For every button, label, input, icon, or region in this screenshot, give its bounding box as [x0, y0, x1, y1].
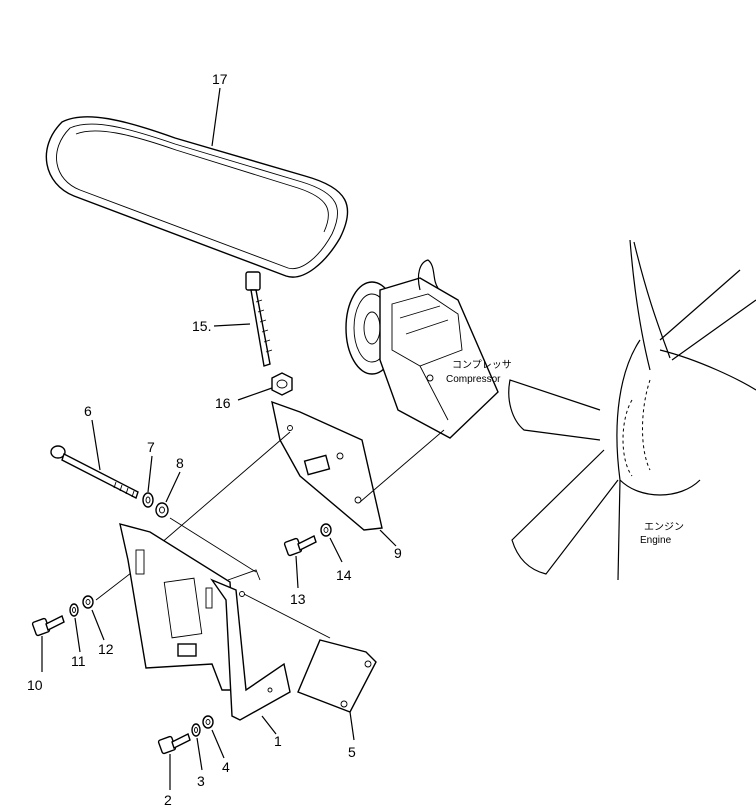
callout-1: 1: [274, 733, 282, 749]
cover-plate: [297, 639, 377, 713]
bracket-plate: [271, 400, 383, 531]
alignment-line: [243, 593, 331, 639]
callout-4: 4: [222, 759, 230, 775]
leader-7: [147, 455, 153, 493]
callout-6: 6: [84, 403, 92, 419]
callout-8: 8: [176, 455, 184, 471]
compressor: [345, 259, 499, 439]
v-belt: [45, 116, 349, 278]
long-bolt: [245, 271, 273, 367]
callout-9: 9: [394, 545, 402, 561]
callout-10: 10: [27, 677, 43, 693]
leader-3: [196, 737, 203, 771]
alignment-line: [359, 429, 445, 503]
leader-15: [213, 323, 251, 327]
leader-4: [211, 729, 225, 759]
compressor-label-jp: コンプレッサ: [452, 359, 512, 371]
leader-16: [237, 387, 273, 401]
spring-washer: [82, 595, 94, 609]
leader-9: [379, 529, 397, 547]
callout-17: 17: [212, 71, 228, 87]
leader-5: [349, 711, 355, 741]
washer: [69, 603, 79, 617]
bolt: [157, 733, 191, 755]
spring-washer: [155, 502, 169, 518]
leader-11: [74, 617, 81, 653]
leader-12: [91, 609, 105, 641]
callout-13: 13: [290, 591, 306, 607]
callout-15: 15.: [192, 318, 211, 334]
leader-1: [261, 715, 277, 735]
washer: [320, 523, 332, 537]
main-bracket: [119, 523, 291, 721]
callout-2: 2: [164, 792, 172, 807]
washer: [142, 492, 154, 508]
alignment-line: [169, 517, 257, 573]
leader-6: [91, 419, 101, 471]
compressor-label-en: Compressor: [446, 374, 501, 385]
washer: [191, 723, 201, 737]
callout-14: 14: [336, 567, 352, 583]
engine-fan: [508, 239, 756, 581]
leader-13: [295, 555, 299, 589]
engine-label-en: Engine: [640, 535, 672, 546]
callout-16: 16: [215, 395, 231, 411]
engine-label-jp: エンジン: [644, 522, 684, 533]
bolt: [283, 535, 317, 557]
callout-5: 5: [348, 744, 356, 760]
alignment-line: [159, 431, 291, 545]
callout-7: 7: [147, 439, 155, 455]
leader-8: [165, 471, 181, 503]
nut: [271, 372, 293, 396]
callout-11: 11: [71, 653, 86, 669]
leader-14: [329, 537, 343, 563]
spring-washer: [202, 715, 214, 729]
through-bolt: [50, 445, 139, 499]
bolt: [31, 615, 65, 637]
leader-17: [211, 87, 221, 147]
callout-12: 12: [98, 641, 114, 657]
callout-3: 3: [197, 773, 205, 789]
